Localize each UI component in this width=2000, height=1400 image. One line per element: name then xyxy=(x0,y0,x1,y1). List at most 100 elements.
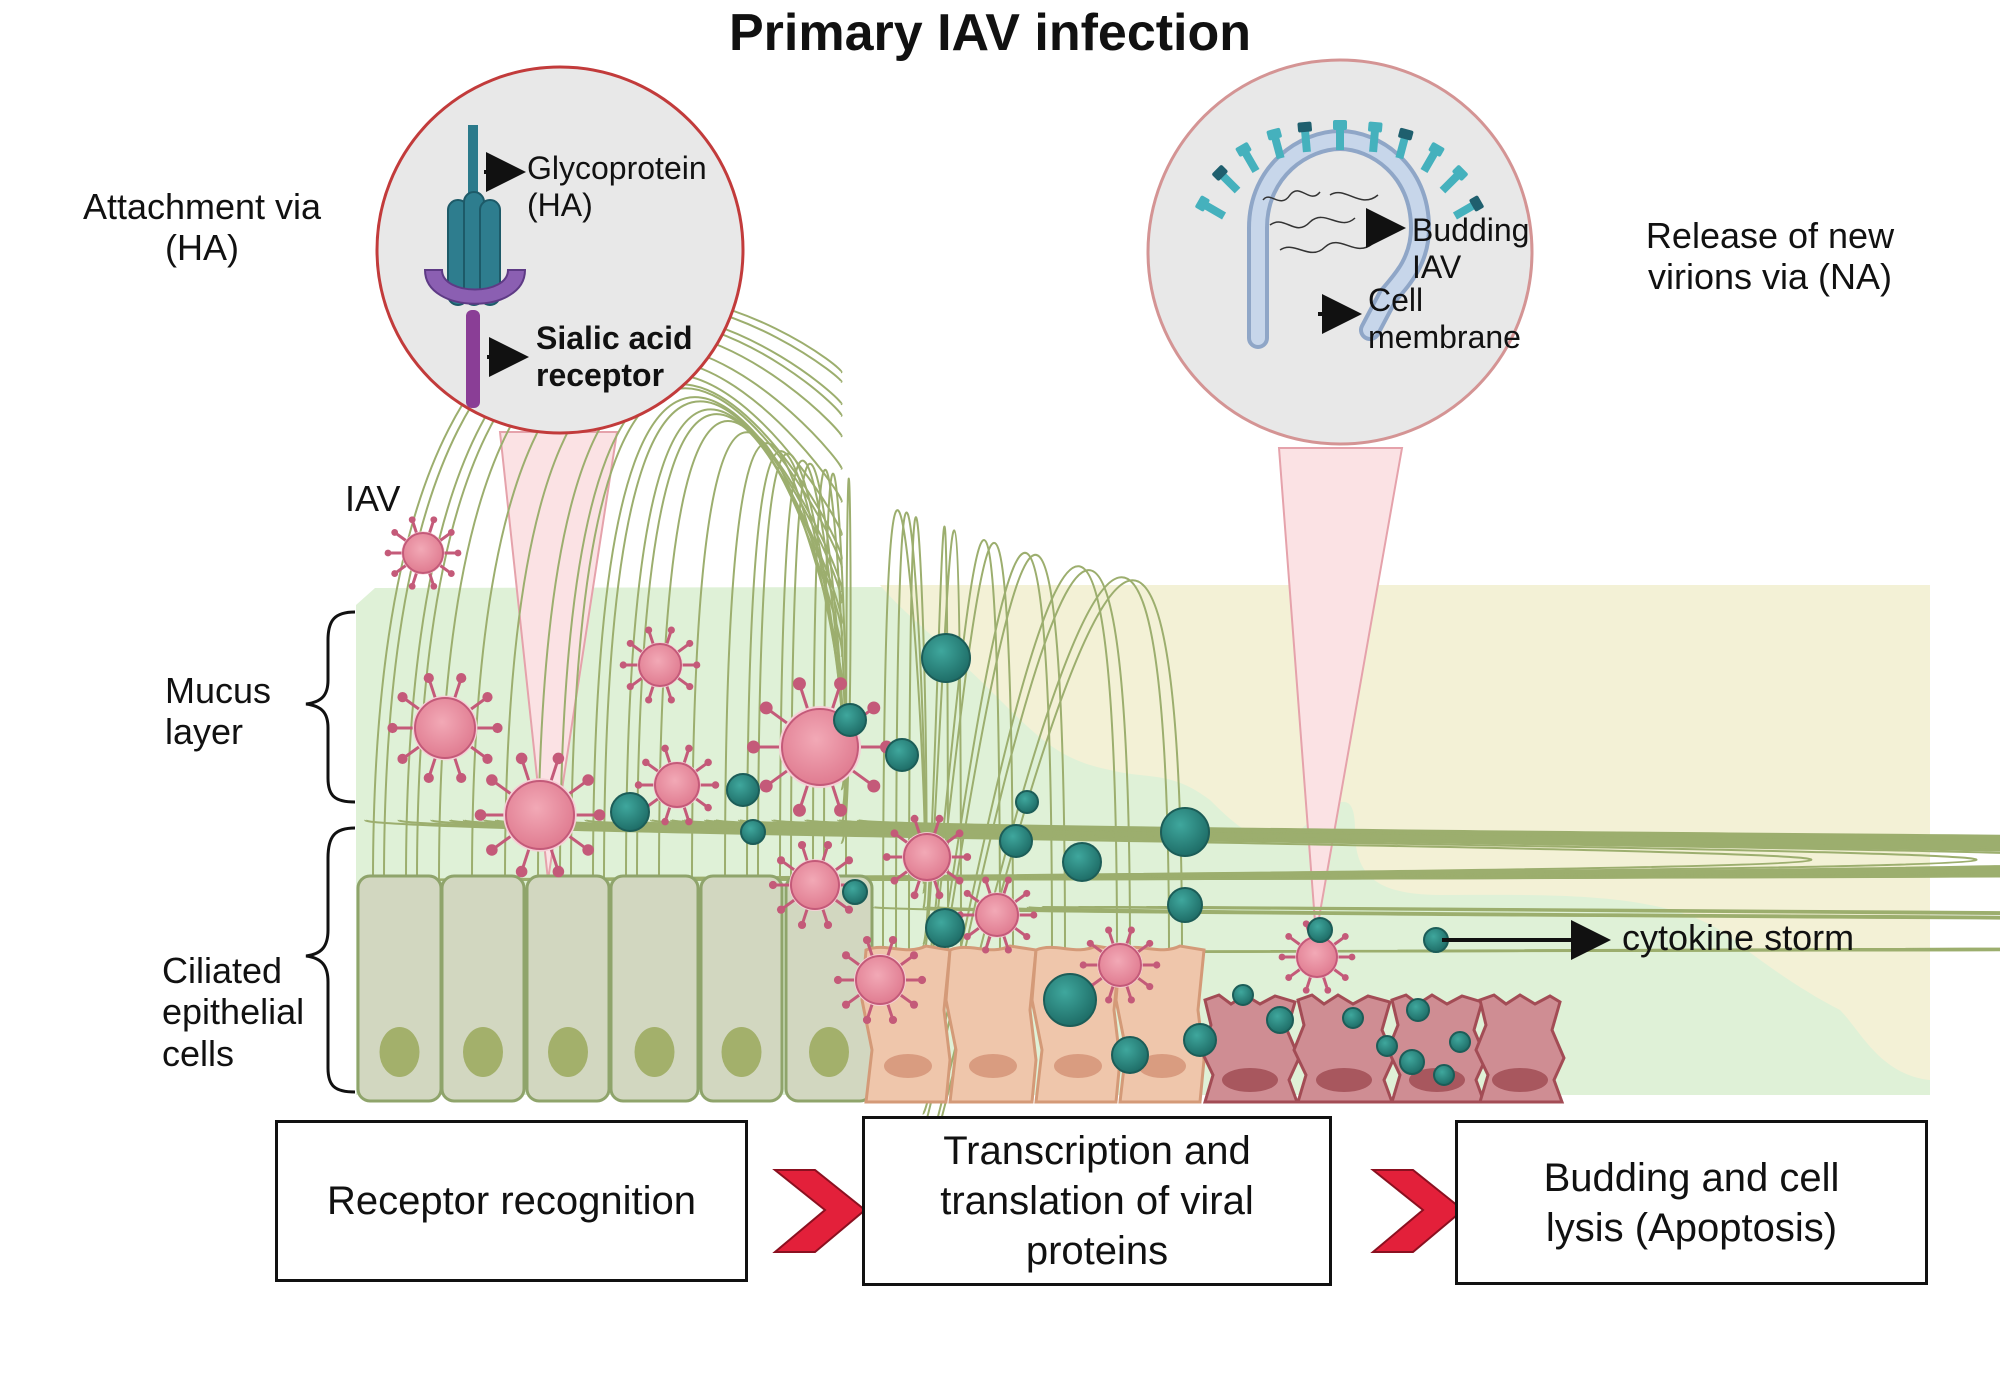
iav-virion xyxy=(384,516,462,590)
cell-nucleus xyxy=(548,1027,588,1077)
zoom-cone-right xyxy=(1277,447,1404,936)
cell-nucleus xyxy=(379,1027,420,1077)
cytokine-particle xyxy=(1232,984,1254,1006)
cytokine-particle xyxy=(1266,1006,1294,1034)
cell-nucleus xyxy=(721,1027,762,1077)
ha-spike xyxy=(1439,165,1468,194)
lysed-cell xyxy=(1386,993,1488,1104)
cytokine-particle xyxy=(1043,973,1097,1027)
cytokines-group xyxy=(610,633,1471,1086)
ha-spike xyxy=(1420,142,1445,174)
ha-spike xyxy=(1395,127,1414,160)
cytokine-particle xyxy=(885,738,919,772)
cytokine-particle xyxy=(1307,917,1333,943)
attachment-label: Attachment via (HA) xyxy=(82,186,322,269)
iav-virion xyxy=(619,626,701,704)
cytokine-particle xyxy=(1160,807,1210,857)
step-transcription-translation: Transcription and translation of viral p… xyxy=(862,1116,1332,1286)
cilium xyxy=(592,396,843,881)
cytokine-particle xyxy=(610,792,650,832)
cell-nucleus xyxy=(1138,1054,1186,1078)
iav-virion xyxy=(1079,926,1161,1004)
ha-spike xyxy=(1195,195,1227,220)
iav-virion xyxy=(882,814,972,900)
healthy-cell xyxy=(784,874,874,1103)
healthy-cell xyxy=(699,874,784,1103)
lysed-cell xyxy=(1292,993,1396,1104)
infected-cell xyxy=(944,944,1038,1104)
ciliated-label: Ciliated epithelial cells xyxy=(162,950,305,1074)
mucus-label: Mucus layer xyxy=(165,670,272,753)
cytokine-particle xyxy=(833,703,867,737)
healthy-cell xyxy=(440,874,526,1103)
cytokine-particle xyxy=(1433,1064,1455,1086)
release-label: Release of new virions via (NA) xyxy=(1645,215,1895,298)
cytokine-particle xyxy=(921,633,971,683)
ciliated-brace xyxy=(305,826,356,1094)
page-title: Primary IAV infection xyxy=(728,4,1252,62)
cytokine-particle xyxy=(842,879,868,905)
cytokine-particle xyxy=(925,908,965,948)
ha-spike xyxy=(1235,142,1260,174)
cell-nucleus xyxy=(969,1054,1017,1078)
epithelial-cells-group xyxy=(356,874,1566,1104)
ha-spike xyxy=(1368,121,1383,153)
step-2-label: Transcription and translation of viral p… xyxy=(940,1129,1254,1273)
cytokine-particle xyxy=(1342,1007,1364,1029)
cytokine-particle xyxy=(999,824,1033,858)
cell-membrane-label: Cell membrane xyxy=(1368,282,1521,355)
lysed-cell xyxy=(1474,993,1566,1104)
cell-nucleus xyxy=(1492,1068,1548,1092)
virions-group xyxy=(384,516,1356,1025)
healthy-cell xyxy=(525,874,611,1103)
ha-spike xyxy=(1452,195,1484,220)
budding-iav-label: Budding IAV xyxy=(1412,212,1530,285)
cytokine-particle xyxy=(1399,1049,1425,1075)
cilium xyxy=(1025,906,2000,953)
ha-spike xyxy=(1266,127,1285,160)
mucus-brace xyxy=(305,610,356,804)
cell-nucleus xyxy=(634,1027,675,1077)
iav-virion xyxy=(1278,920,1356,994)
healthy-cell xyxy=(356,874,443,1103)
iav-virion xyxy=(634,744,720,826)
cilium xyxy=(921,579,1183,1181)
ha-spike xyxy=(1212,165,1241,194)
iav-label: IAV xyxy=(345,478,401,519)
cytokine-particle xyxy=(1167,887,1203,923)
step-1-label: Receptor recognition xyxy=(326,1179,697,1223)
chevron-arrow-2 xyxy=(1370,1169,1465,1253)
cilium xyxy=(840,477,852,881)
cilium xyxy=(559,383,843,881)
cytokine-storm-label: cytokine storm xyxy=(1622,917,1855,958)
ha-spike xyxy=(1333,120,1347,150)
step-receptor-recognition: Receptor recognition xyxy=(275,1120,748,1282)
ha-spike xyxy=(1297,121,1312,153)
cytokine-particle xyxy=(1406,998,1430,1022)
iav-virion xyxy=(833,935,927,1025)
cytokine-particle xyxy=(1111,1036,1149,1074)
cell-nucleus xyxy=(884,1054,932,1078)
cytokine-particle xyxy=(1376,1035,1398,1057)
cytokine-particle xyxy=(1449,1031,1471,1053)
cell-nucleus xyxy=(1222,1068,1278,1092)
inset-budding xyxy=(1146,58,1534,446)
cytokine-particle xyxy=(726,773,760,807)
step-3-label: Budding and cell lysis (Apoptosis) xyxy=(1543,1155,1840,1250)
cytokine-particle xyxy=(1062,842,1102,882)
iav-virion xyxy=(387,672,503,784)
iav-virion xyxy=(474,752,606,878)
cytokine-particle xyxy=(1183,1023,1217,1057)
glycoprotein-label: Glycoprotein (HA) xyxy=(527,150,707,223)
cilium xyxy=(856,819,2000,881)
iav-virion xyxy=(768,840,862,930)
cell-nucleus xyxy=(1316,1068,1372,1092)
inset-attachment xyxy=(375,65,745,435)
sialic-acid-label: Sialic acid receptor xyxy=(536,320,693,393)
healthy-cell xyxy=(609,874,700,1103)
iav-virion xyxy=(956,876,1038,954)
cell-nucleus xyxy=(1054,1054,1102,1078)
cell-nucleus xyxy=(463,1027,503,1077)
